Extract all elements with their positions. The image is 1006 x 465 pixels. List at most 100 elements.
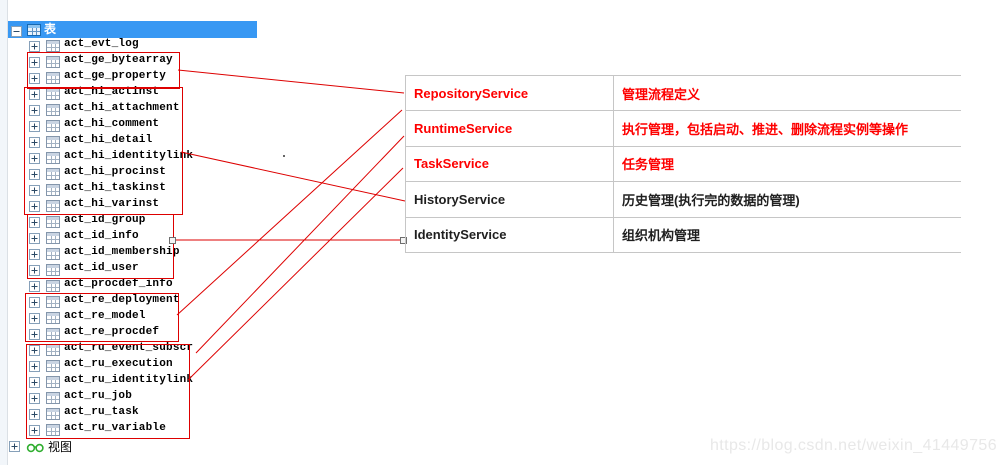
tree-item-act_hi_comment[interactable]: act_hi_comment xyxy=(0,117,260,133)
expand-plus-icon[interactable] xyxy=(29,199,40,217)
tree-item-act_hi_taskinst[interactable]: act_hi_taskinst xyxy=(0,181,260,197)
expand-plus-icon[interactable] xyxy=(29,263,40,281)
table-name-label: act_re_model xyxy=(64,310,146,322)
table-name-label: act_ru_job xyxy=(64,390,133,402)
tree-item-act_ge_bytearray[interactable]: act_ge_bytearray xyxy=(0,53,260,69)
expand-plus-icon[interactable] xyxy=(29,119,40,137)
service-description-table: RepositoryService 管理流程定义 RuntimeService 执行管… xyxy=(405,75,961,253)
expand-plus-icon[interactable] xyxy=(9,439,20,457)
table-name-label: act_ge_property xyxy=(64,70,167,82)
table-name-label: act_id_membership xyxy=(64,246,180,258)
expand-plus-icon[interactable] xyxy=(29,215,40,233)
table-name-label: act_procdef_info xyxy=(64,278,173,290)
expand-plus-icon[interactable] xyxy=(29,311,40,329)
expand-plus-icon[interactable] xyxy=(29,231,40,249)
table-name-label: act_hi_comment xyxy=(64,118,160,130)
artifact-dot xyxy=(283,155,285,157)
group-box-re xyxy=(25,293,179,342)
tree-item-act_hi_varinst[interactable]: act_hi_varinst xyxy=(0,197,260,213)
table-icon xyxy=(46,327,60,345)
tree-item-act_hi_detail[interactable]: act_hi_detail xyxy=(0,133,260,149)
expand-plus-icon[interactable] xyxy=(29,151,40,169)
service-description: 执行管理，包括启动、推进、删除流程实例等操作 xyxy=(622,122,909,138)
table-icon xyxy=(46,295,60,313)
tree-node-views[interactable]: 视图 xyxy=(0,437,160,454)
table-name-label: act_hi_varinst xyxy=(64,198,160,210)
tree-node-views-label: 视图 xyxy=(48,440,73,454)
table-icon xyxy=(46,407,60,425)
tree-item-act_hi_identitylink[interactable]: act_hi_identitylink xyxy=(0,149,260,165)
connector-endpoint-handle[interactable] xyxy=(169,237,176,244)
expand-plus-icon[interactable] xyxy=(29,391,40,409)
tree-item-act_ge_property[interactable]: act_ge_property xyxy=(0,69,260,85)
expand-plus-icon[interactable] xyxy=(29,135,40,153)
table-name-label: act_re_procdef xyxy=(64,326,160,338)
tree-item-act_ru_execution[interactable]: act_ru_execution xyxy=(0,357,260,373)
tree-item-act_id_group[interactable]: act_id_group xyxy=(0,213,260,229)
tree-item-act_ru_task[interactable]: act_ru_task xyxy=(0,405,260,421)
tree-item-act_id_info[interactable]: act_id_info xyxy=(0,229,260,245)
table-icon xyxy=(46,247,60,265)
tree-item-act_re_procdef[interactable]: act_re_procdef xyxy=(0,325,260,341)
expand-plus-icon[interactable] xyxy=(29,279,40,297)
expand-plus-icon[interactable] xyxy=(29,359,40,377)
tree-item-act_re_model[interactable]: act_re_model xyxy=(0,309,260,325)
expand-plus-icon[interactable] xyxy=(29,247,40,265)
connector-endpoint-handle[interactable] xyxy=(400,237,407,244)
tree-item-act_hi_procinst[interactable]: act_hi_procinst xyxy=(0,165,260,181)
expand-plus-icon[interactable] xyxy=(29,327,40,345)
table-icon xyxy=(46,55,60,73)
tree-item-act_hi_attachment[interactable]: act_hi_attachment xyxy=(0,101,260,117)
table-name-label: act_re_deployment xyxy=(64,294,180,306)
table-name-label: act_id_user xyxy=(64,262,139,274)
tree-item-act_ru_job[interactable]: act_ru_job xyxy=(0,389,260,405)
window-left-edge xyxy=(0,0,8,465)
expand-plus-icon[interactable] xyxy=(29,55,40,73)
collapse-minus-icon[interactable] xyxy=(11,24,22,42)
expand-plus-icon[interactable] xyxy=(29,103,40,121)
table-name-label: act_ge_bytearray xyxy=(64,54,173,66)
tree-item-act_procdef_info[interactable]: act_procdef_info xyxy=(0,277,260,293)
service-name: HistoryService xyxy=(406,182,614,217)
tree-item-act_ru_identitylink[interactable]: act_ru_identitylink xyxy=(0,373,260,389)
table-icon xyxy=(46,423,60,441)
tree-item-act_ru_variable[interactable]: act_ru_variable xyxy=(0,421,260,437)
service-description: 任务管理 xyxy=(622,157,675,173)
tree-item-act_id_membership[interactable]: act_id_membership xyxy=(0,245,260,261)
service-name: RepositoryService xyxy=(406,76,614,111)
tree-item-act_hi_actinst[interactable]: act_hi_actinst xyxy=(0,85,260,101)
expand-plus-icon[interactable] xyxy=(29,39,40,57)
service-name: RuntimeService xyxy=(406,111,614,146)
tree-node-tables[interactable]: 表 xyxy=(8,21,257,38)
table-icon xyxy=(46,359,60,377)
service-row-RepositoryService: RepositoryService 管理流程定义 xyxy=(406,76,961,112)
expand-plus-icon[interactable] xyxy=(29,87,40,105)
table-icon xyxy=(46,167,60,185)
expand-plus-icon[interactable] xyxy=(29,71,40,89)
table-name-label: act_hi_actinst xyxy=(64,86,160,98)
group-box-id xyxy=(27,214,174,279)
expand-plus-icon[interactable] xyxy=(29,343,40,361)
tree-item-act_id_user[interactable]: act_id_user xyxy=(0,261,260,277)
table-icon xyxy=(46,199,60,217)
tree-item-act_re_deployment[interactable]: act_re_deployment xyxy=(0,293,260,309)
table-icon xyxy=(46,375,60,393)
service-description: 管理流程定义 xyxy=(622,86,701,102)
expand-plus-icon[interactable] xyxy=(29,167,40,185)
table-name-label: act_id_group xyxy=(64,214,146,226)
tree-item-act_ru_event_subscr[interactable]: act_ru_event_subscr xyxy=(0,341,260,357)
expand-plus-icon[interactable] xyxy=(29,375,40,393)
table-name-label: act_hi_attachment xyxy=(64,102,180,114)
expand-plus-icon[interactable] xyxy=(29,407,40,425)
watermark-url: https://blog.csdn.net/weixin_41449756 xyxy=(710,437,997,454)
table-name-label: act_hi_procinst xyxy=(64,166,167,178)
table-icon xyxy=(46,263,60,281)
expand-plus-icon[interactable] xyxy=(29,183,40,201)
tree-item-act_evt_log[interactable]: act_evt_log xyxy=(0,37,260,53)
expand-plus-icon[interactable] xyxy=(29,423,40,441)
expand-plus-icon[interactable] xyxy=(29,295,40,313)
table-name-label: act_hi_detail xyxy=(64,134,153,146)
